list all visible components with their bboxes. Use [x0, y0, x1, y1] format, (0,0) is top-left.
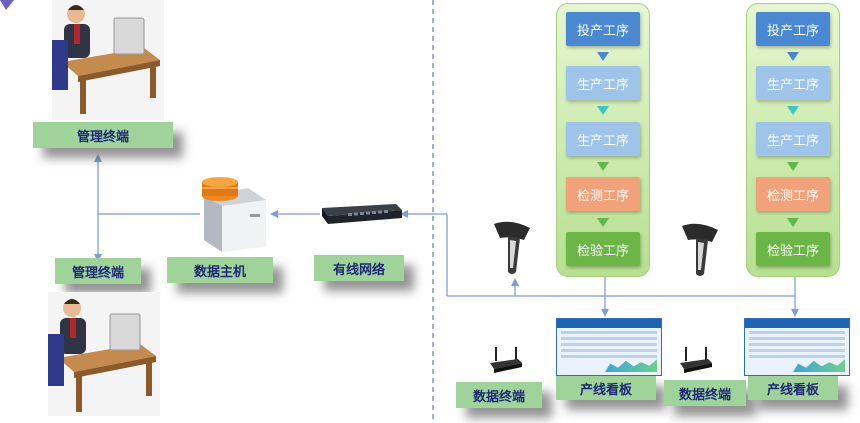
- process-step-production: 生产工序: [566, 122, 640, 156]
- data-host-label: 数据主机: [167, 257, 273, 283]
- arrow-up-icon: [94, 154, 102, 162]
- arrow-down-icon: [791, 309, 799, 317]
- corner-arrow-icon: [0, 0, 14, 10]
- process-step-production: 生产工序: [756, 66, 830, 100]
- arrow-down-icon: [787, 106, 799, 115]
- server-icon: [202, 177, 266, 252]
- process-step-input: 投产工序: [566, 12, 640, 46]
- arrow-down-icon: [787, 52, 799, 61]
- arrow-down-icon: [787, 218, 799, 227]
- arrow-down-icon: [597, 162, 609, 171]
- data-terminal-label: 数据终端: [456, 382, 542, 408]
- production-dashboard-screen: [556, 318, 662, 376]
- management-terminal-label: 管理终端: [55, 258, 141, 284]
- arrow-down-icon: [601, 309, 609, 317]
- production-board-label: 产线看板: [748, 376, 838, 400]
- process-step-inspection: 检验工序: [566, 232, 640, 266]
- data-terminal-label: 数据终端: [664, 380, 746, 406]
- network-switch-icon: [322, 204, 402, 224]
- office-worker-icon: [48, 292, 160, 416]
- barcode-scanner-icon: [494, 221, 530, 274]
- arrow-down-icon: [597, 218, 609, 227]
- arrow-down-icon: [597, 106, 609, 115]
- process-step-production: 生产工序: [756, 122, 830, 156]
- router-icon: [680, 347, 712, 373]
- management-terminal-label: 管理终端: [33, 122, 173, 148]
- barcode-scanner-icon: [682, 223, 718, 276]
- arrow-up-icon: [511, 278, 519, 286]
- process-step-input: 投产工序: [756, 12, 830, 46]
- production-board-label: 产线看板: [556, 376, 656, 400]
- production-line-column: 投产工序 生产工序 生产工序 检测工序 检验工序: [746, 3, 840, 277]
- arrow-left-icon: [400, 210, 408, 218]
- office-worker-icon: [52, 0, 164, 120]
- arrow-down-icon: [597, 52, 609, 61]
- process-step-testing: 检测工序: [566, 177, 640, 211]
- arrow-left-icon: [270, 210, 278, 218]
- arrow-down-icon: [787, 162, 799, 171]
- process-step-testing: 检测工序: [756, 177, 830, 211]
- process-step-production: 生产工序: [566, 66, 640, 100]
- production-line-column: 投产工序 生产工序 生产工序 检测工序 检验工序: [556, 3, 650, 277]
- router-icon: [490, 347, 522, 373]
- production-dashboard-screen: [744, 318, 850, 376]
- wired-network-label: 有线网络: [314, 255, 404, 281]
- process-step-inspection: 检验工序: [756, 232, 830, 266]
